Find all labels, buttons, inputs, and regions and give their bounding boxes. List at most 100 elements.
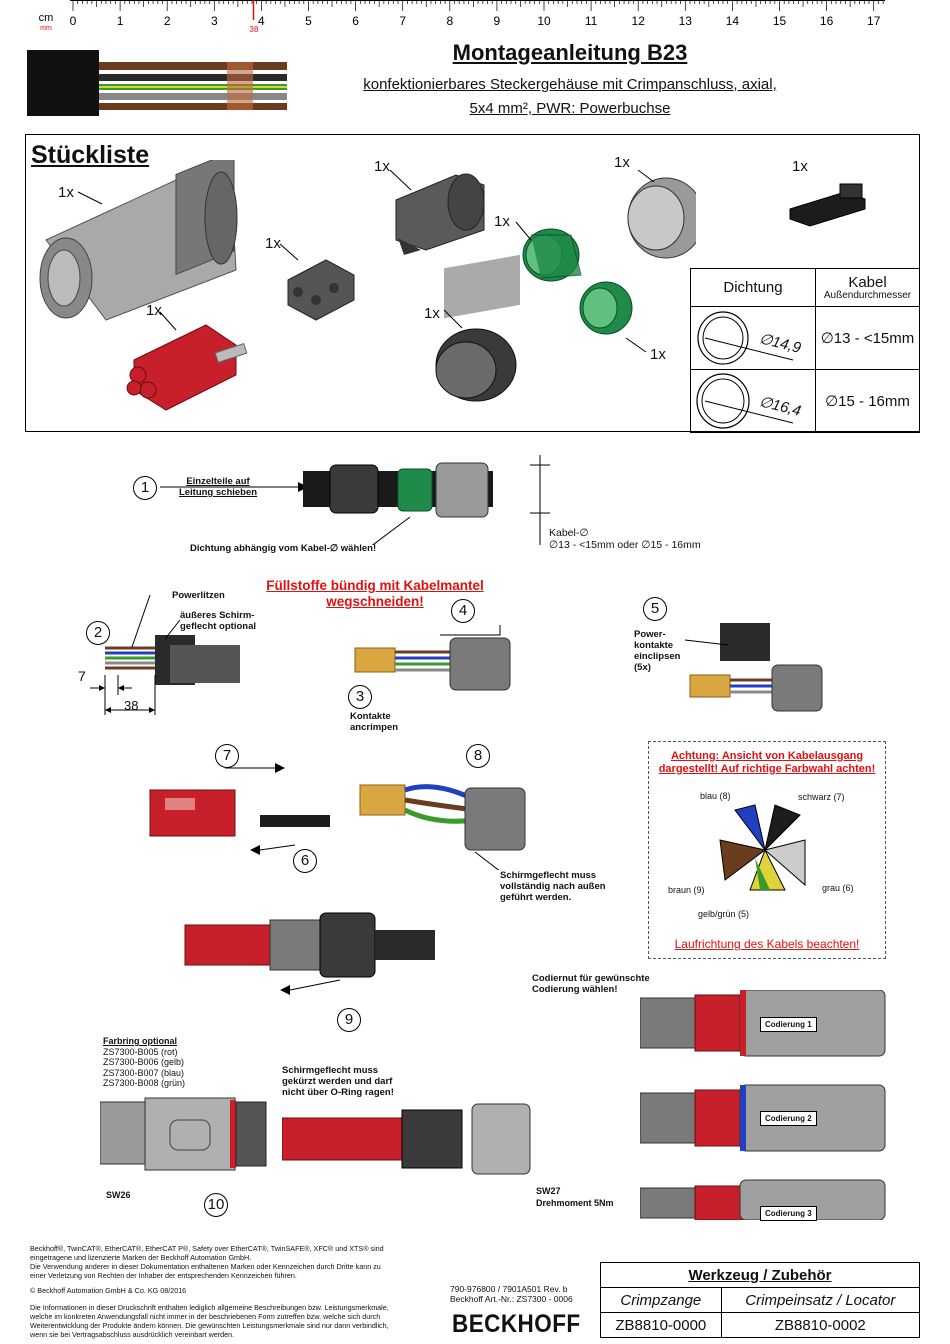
sw26-label: SW26 (106, 1190, 131, 1200)
coding-note-line2: Codierung wählen! (532, 984, 618, 995)
ruler-number: 2 (164, 14, 171, 28)
shield-cut-line3: nicht über O-Ring ragen! (282, 1087, 394, 1098)
legal-line4: einer Verletzung von Rechten der Inhaber… (30, 1271, 297, 1280)
coding-1-drawing (640, 990, 886, 1057)
torque-label: Drehmoment 5Nm (536, 1198, 614, 1208)
seal-table-row-2-seal: ∅16,4 (690, 369, 816, 433)
color-warning-box (648, 741, 886, 959)
sw27-label: SW27 (536, 1186, 561, 1196)
pin-label-gelbgruen: gelb/grün (5) (698, 909, 750, 919)
qty-seal-1: 1x (494, 213, 510, 230)
step-1-label-line1: Einzelteile auf (186, 476, 250, 487)
cable-illustration (27, 50, 287, 116)
ruler-number: 12 (632, 14, 646, 28)
parts-list-box (25, 134, 920, 432)
ruler-number: 1 (117, 14, 124, 28)
step-8-drawing (359, 784, 526, 870)
tools-col1: Crimpzange (600, 1287, 722, 1313)
pin-label-blau: blau (8) (700, 791, 731, 801)
wire-brown (99, 62, 287, 70)
legal-line3: Die Verwendung anderer in dieser Dokumen… (30, 1262, 381, 1271)
seal-ring-icon (696, 373, 794, 429)
qty-sleeve: 1x (374, 158, 390, 175)
coding-note: Codiernut für gewünschte Codierung wähle… (532, 973, 650, 995)
step-8-note: Schirmgeflecht muss vollständig nach auß… (500, 870, 606, 903)
ruler-number: 9 (494, 14, 501, 28)
cable-jacket (27, 50, 99, 116)
seal-ring-icon (697, 311, 794, 365)
step-1-number: 1 (133, 476, 157, 500)
document-subtitle-2: 5x4 mm², PWR: Powerbuchse (469, 100, 671, 117)
step-1-label: Einzelteile auf Leitung schieben (168, 476, 268, 498)
red-contact-insert (126, 324, 248, 411)
fill-warning: Füllstoffe bündig mit Kabelmantel wegsch… (240, 578, 510, 610)
doc-number: 790-976800 / 7901A501 Rev. b Beckhoff Ar… (450, 1284, 573, 1304)
cap-nut (627, 177, 696, 259)
ruler-number: 16 (820, 14, 834, 28)
step-3-4-drawing (354, 625, 511, 691)
tools-header: Werkzeug / Zubehör (600, 1262, 920, 1288)
color-pinout-diagram (719, 804, 806, 891)
connector-housing (39, 160, 238, 321)
info-text: Die Informationen in dieser Druckschrift… (30, 1303, 450, 1339)
ruler-number: 17 (867, 14, 881, 28)
black-clip-part (789, 183, 866, 227)
legal-line1: Beckhoff®, TwinCAT®, EtherCAT®, EtherCAT… (30, 1244, 384, 1253)
step-1-cable-label: Kabel-∅ (549, 527, 589, 539)
step-3-label: Kontakte ancrimpen (350, 711, 398, 733)
qty-carrier: 1x (265, 235, 281, 252)
step-2-number: 2 (86, 621, 110, 645)
step-10-right-drawing (282, 1103, 531, 1175)
coding-note-line1: Codiernut für gewünschte (532, 973, 650, 984)
tools-col2: Crimpeinsatz / Locator (720, 1287, 921, 1313)
step-2-powerlitzen: Powerlitzen (172, 590, 225, 601)
color-warning-title-line1: Achtung: Ansicht von Kabelausgang (670, 750, 864, 762)
info-line1: Die Informationen in dieser Druckschrift… (30, 1303, 389, 1312)
coding-2-label: Codierung 2 (760, 1111, 817, 1126)
ruler-number: 0 (70, 14, 77, 28)
step-2-shield: äußeres Schirm- geflecht optional (180, 610, 256, 632)
tools-table: Werkzeug / Zubehör Crimpzange Crimpeinsa… (600, 1262, 921, 1338)
wire-black (99, 74, 287, 81)
info-line4: wenn sie bei Vertragsabschluss ausdrückl… (30, 1330, 235, 1339)
color-warning-title: Achtung: Ansicht von Kabelausgang darges… (650, 750, 884, 776)
ruler-number: 4 (258, 14, 265, 28)
tools-val2: ZB8810-0002 (720, 1312, 921, 1338)
doc-number-line2: Beckhoff Art.-Nr.: ZS7300 - 0006 (450, 1294, 573, 1304)
seal-table-row-1-seal: ∅14,9 (690, 306, 816, 370)
step-5-number: 5 (643, 597, 667, 621)
ruler-number: 6 (352, 14, 359, 28)
direction-note: Laufrichtung des Kabels beachten! (674, 937, 860, 951)
ruler-unit-cm: cm (39, 12, 54, 24)
qty-seal-2: 1x (650, 346, 666, 363)
step-9-number: 9 (337, 1008, 361, 1032)
ruler-unit-mm: mm (40, 25, 52, 32)
ruler-number: 7 (399, 14, 406, 28)
contact-carrier (287, 259, 355, 321)
step-8-note-line2: vollständig nach außen (500, 881, 606, 892)
pin-label-braun: braun (9) (668, 885, 705, 895)
pin-label-schwarz: schwarz (7) (798, 792, 845, 802)
color-ring-blue: ZS7300-B007 (blau) (103, 1067, 185, 1078)
qty-red-insert: 1x (146, 302, 162, 319)
color-ring-yellow: ZS7300-B006 (gelb) (103, 1057, 185, 1067)
sw27-block: SW27 Drehmoment 5Nm (536, 1185, 614, 1209)
wire-grey (99, 93, 287, 100)
document-title: Montageanleitung B23 (452, 40, 688, 65)
step-5-label-line4: (5x) (634, 662, 651, 673)
coding-3-drawing (640, 1179, 886, 1220)
info-line3: Weiterentwicklung der Produkte ändern kö… (30, 1321, 389, 1330)
step-2-shield-line2: geflecht optional (180, 621, 256, 632)
ruler-number: 3 (211, 14, 218, 28)
fill-warning-line2: wegschneiden! (326, 594, 424, 609)
beckhoff-logo: BECKHOFF (452, 1310, 581, 1338)
seal-table-header-cable: Kabel Außendurchmesser (815, 268, 920, 307)
step-3-label-line1: Kontakte (350, 711, 391, 722)
step-6-number: 6 (293, 849, 317, 873)
shield-cut-line2: gekürzt werden und darf (282, 1076, 393, 1087)
legal-text: Beckhoff®, TwinCAT®, EtherCAT®, EtherCAT… (30, 1244, 450, 1280)
qty-clip: 1x (792, 158, 808, 175)
step-5-label-line3: einclipsen (634, 651, 681, 662)
